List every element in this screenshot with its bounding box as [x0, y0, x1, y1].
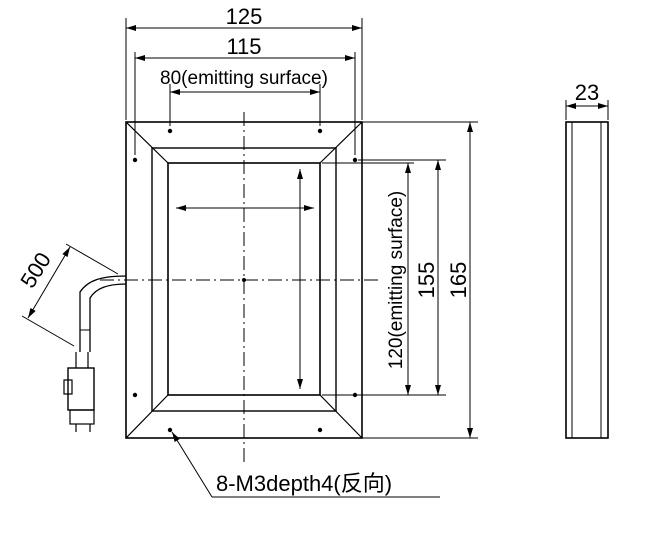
side-view — [565, 100, 609, 439]
mounting-hole — [317, 427, 323, 433]
dim-label-overall-width: 125 — [226, 4, 263, 29]
bevel-corner-tl — [125, 121, 169, 164]
cable-wire — [89, 283, 127, 352]
callout-leader — [171, 431, 213, 498]
dim-line-500 — [27, 246, 71, 319]
cable-wire — [79, 275, 127, 352]
inner-dimensions — [176, 169, 314, 389]
dim-label-emitting-width: 80(emitting surface) — [160, 68, 328, 89]
front-view — [100, 112, 380, 462]
dim-label-overall-height: 165 — [446, 262, 471, 299]
right-dimensions — [322, 121, 478, 439]
cable-assembly — [21, 243, 127, 432]
mounting-hole — [167, 128, 173, 134]
dim-label-emitting-height: 120(emitting surface) — [386, 191, 407, 369]
dim-label-hole-span-height: 155 — [414, 262, 439, 299]
center-point — [242, 278, 246, 282]
bevel-corner-br — [319, 394, 363, 439]
bevel-corner-tr — [319, 121, 363, 164]
top-dimensions — [125, 18, 363, 155]
mounting-hole — [132, 157, 138, 163]
side-profile-outer — [565, 121, 609, 439]
dim-label-hole-span-width: 115 — [226, 34, 261, 59]
callout-mounting-holes: 8-M3depth4(反向) — [216, 471, 392, 496]
dim-label-cable-length: 500 — [15, 248, 56, 292]
mounting-hole — [352, 157, 358, 163]
mounting-hole — [317, 128, 323, 134]
mounting-hole — [167, 427, 173, 433]
mounting-hole — [132, 392, 138, 398]
bevel-corner-bl — [125, 394, 169, 439]
mounting-hole-callout — [171, 431, 440, 498]
dim-label-thickness: 23 — [575, 80, 599, 105]
